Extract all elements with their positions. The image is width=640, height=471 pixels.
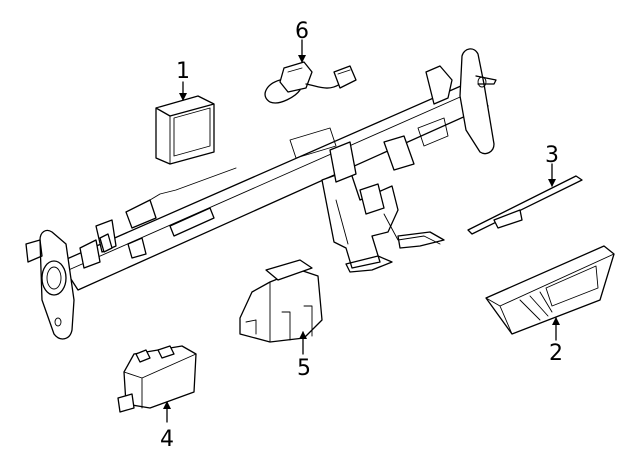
part-5-bracket (239, 259, 323, 343)
part-2-bin (485, 245, 615, 335)
part-1-module (155, 95, 215, 165)
callout-1: 1 (176, 59, 190, 84)
callout-6: 6 (295, 19, 309, 44)
callout-3: 3 (545, 143, 559, 168)
part-3-panel (467, 175, 583, 235)
leader-lines (163, 39, 560, 423)
part-4-module (117, 345, 197, 413)
callout-2: 2 (549, 341, 563, 366)
callout-5: 5 (297, 356, 311, 381)
instrument-panel-beam (25, 48, 497, 340)
callout-4: 4 (160, 427, 174, 452)
part-6-harness (264, 61, 357, 104)
